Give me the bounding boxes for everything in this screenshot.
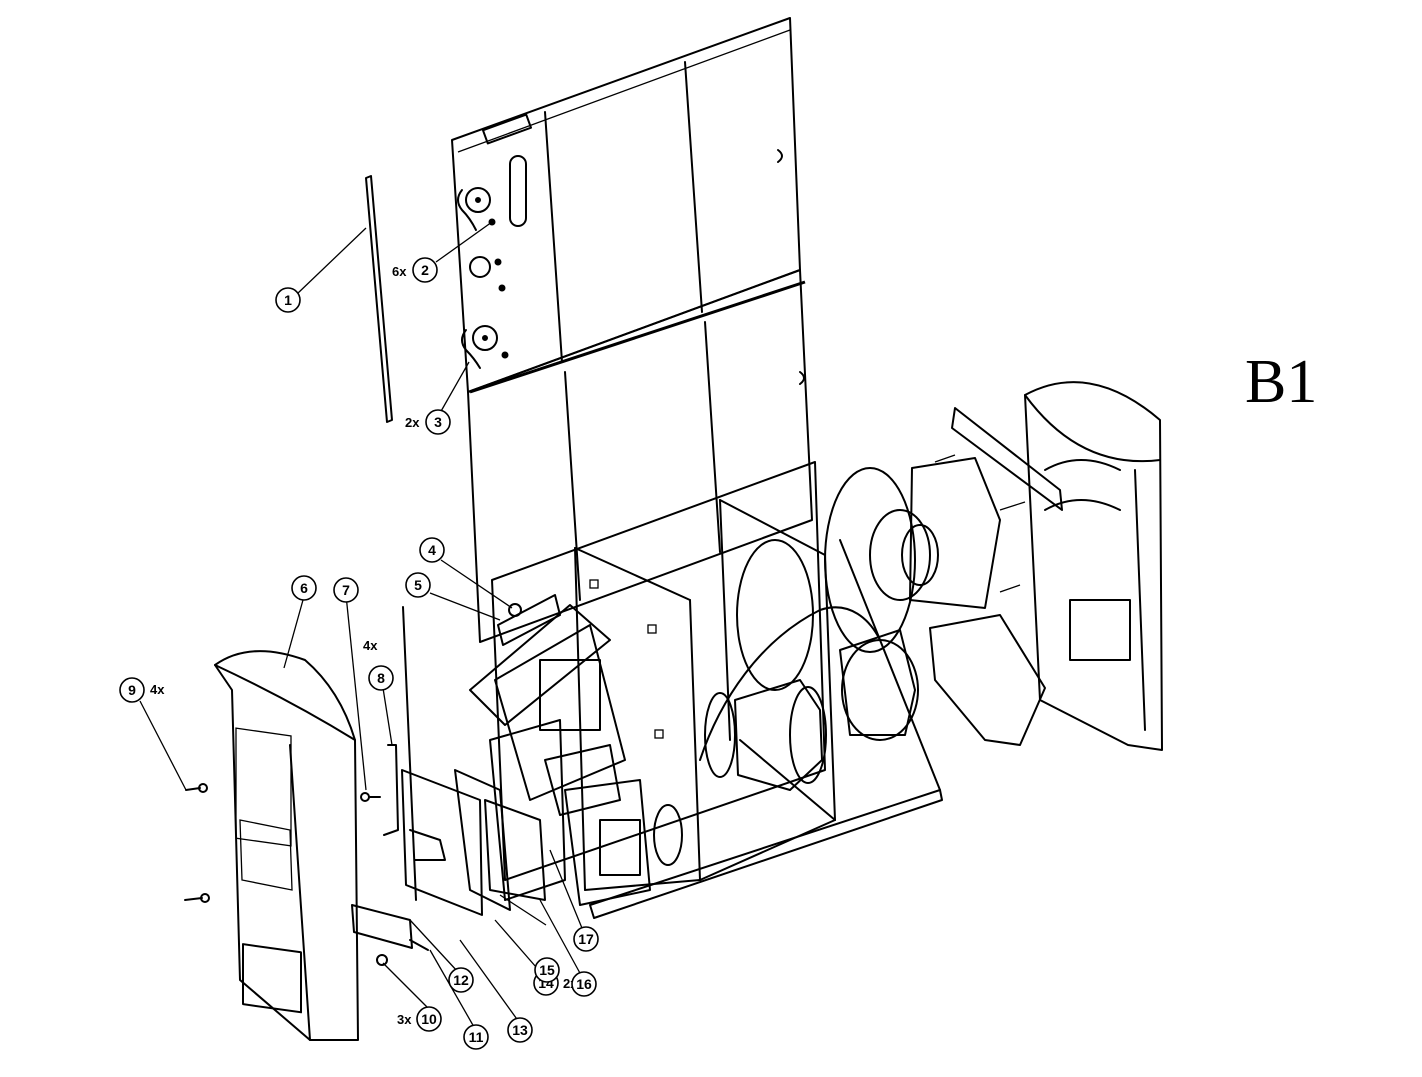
svg-text:4x: 4x [150, 682, 165, 697]
part-1-strip [365, 175, 393, 423]
svg-text:12: 12 [453, 972, 469, 988]
svg-text:6: 6 [300, 580, 308, 596]
callout-4: 4 [419, 537, 445, 563]
rear-enclosure-parts [929, 407, 1063, 746]
callout-9: 9 4x [119, 677, 165, 703]
sheet-label-text: B1 [1245, 348, 1317, 416]
part-9-screw [185, 783, 208, 793]
svg-text:3x: 3x [397, 1012, 412, 1027]
callout-16: 16 [571, 971, 597, 997]
callout-5: 5 [405, 572, 431, 598]
svg-text:1: 1 [284, 292, 292, 308]
part-4-screw [508, 603, 522, 617]
part-7-pins [360, 606, 417, 901]
leader-lines [139, 221, 585, 1028]
sheet-label: B1 [1245, 348, 1317, 416]
lower-cabinet [491, 461, 943, 919]
svg-text:7: 7 [342, 582, 350, 598]
callout-13: 13 [507, 1017, 533, 1043]
svg-text:5: 5 [414, 577, 422, 593]
svg-text:4x: 4x [363, 638, 378, 653]
main-circuit-board [401, 769, 546, 916]
svg-text:2: 2 [421, 262, 429, 278]
callout-10: 3x 10 [397, 1006, 442, 1032]
woofer-drivers [699, 457, 1001, 791]
callout-1: 1 [275, 287, 301, 313]
callout-3: 2x 3 [405, 409, 451, 435]
amplifier-module [469, 604, 651, 906]
svg-text:15: 15 [539, 962, 555, 978]
callout-12: 12 [448, 967, 474, 993]
svg-text:8: 8 [377, 670, 385, 686]
part-8-cable [383, 744, 399, 836]
svg-text:16: 16 [576, 976, 592, 992]
svg-text:11: 11 [469, 1029, 484, 1045]
svg-text:9: 9 [128, 682, 136, 698]
callout-8: 8 [368, 665, 394, 691]
part-6-front-shell [184, 650, 359, 1041]
svg-text:13: 13 [512, 1022, 528, 1038]
callout-2: 6x 2 [392, 257, 438, 283]
svg-text:17: 17 [578, 931, 594, 947]
callout-11: 11 [463, 1024, 489, 1050]
callout-17: 17 [573, 926, 599, 952]
part-5-bracket [497, 594, 561, 646]
svg-text:3: 3 [434, 414, 442, 430]
back-panel [451, 17, 813, 643]
right-speaker-shell [1024, 381, 1163, 751]
svg-text:2x: 2x [405, 415, 420, 430]
svg-text:6x: 6x [392, 264, 407, 279]
callout-15: 15 [534, 957, 560, 983]
svg-text:10: 10 [421, 1011, 437, 1027]
svg-text:4: 4 [428, 542, 436, 558]
callout-7: 7 4x [333, 577, 378, 653]
callout-6: 6 [291, 575, 317, 601]
small-hardware [351, 904, 429, 966]
